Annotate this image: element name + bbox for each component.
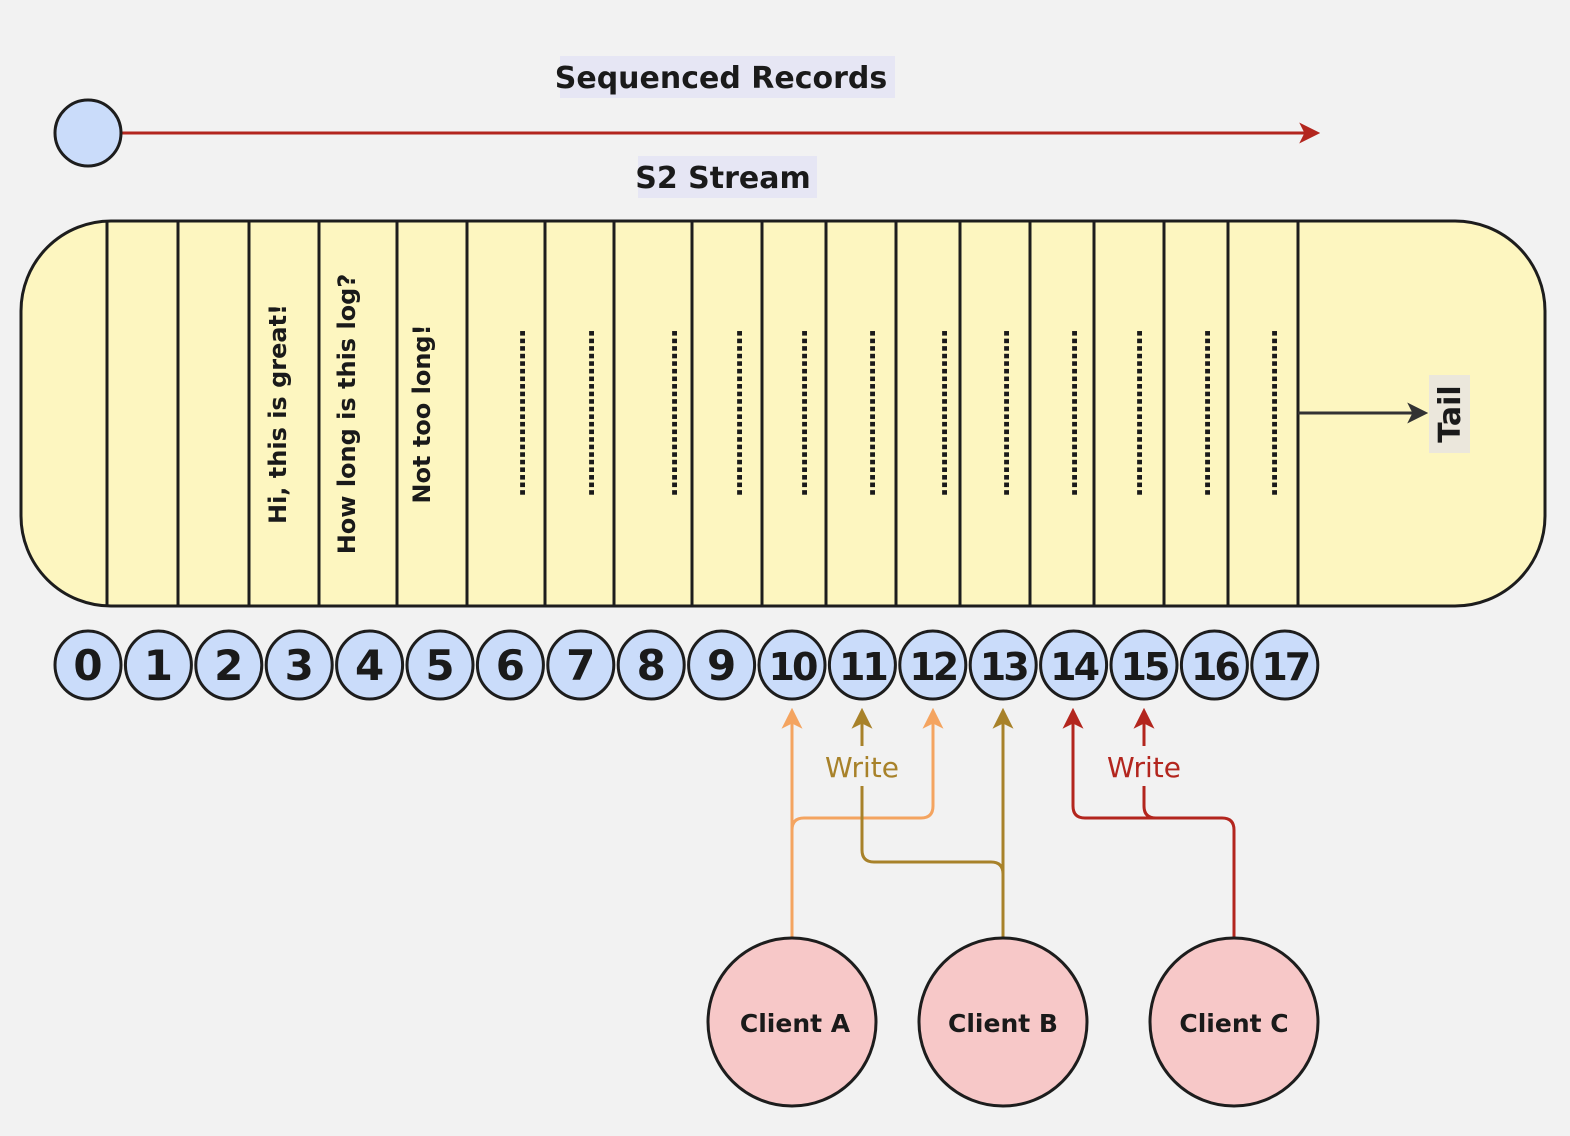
sequence-node-2[interactable]: 2 — [194, 629, 264, 701]
record-7-text: ...................... — [571, 330, 601, 497]
sequence-node-1[interactable]: 1 — [123, 629, 193, 701]
record-13-text: ...................... — [986, 330, 1016, 497]
sequence-node-15[interactable]: 15 — [1109, 629, 1179, 701]
sequence-node-circle[interactable] — [405, 629, 475, 701]
sequence-number: 10 — [769, 645, 817, 689]
edge-client-c-to-15-lower — [1142, 786, 1157, 820]
sequence-number: 5 — [425, 641, 454, 690]
sequenced-records-text: Sequenced Records — [555, 61, 888, 96]
sequence-node-13[interactable]: 13 — [968, 629, 1038, 701]
s2-stream-label: S2 Stream — [635, 156, 817, 198]
record-dividers — [105, 222, 1300, 605]
sequence-node-8[interactable]: 8 — [616, 629, 686, 701]
record-10-text: ...................... — [784, 330, 814, 497]
sequence-node-circle[interactable] — [1039, 629, 1109, 701]
client-b-node[interactable]: Client B — [917, 936, 1089, 1108]
tail-label-bg — [1429, 375, 1470, 453]
sequence-number: 15 — [1121, 645, 1168, 689]
record-8-text: ...................... — [654, 330, 684, 497]
record-5-text: Not too long! — [408, 324, 436, 503]
record-3-text: Hi, this is great! — [264, 304, 292, 524]
sequenced-records-label-bg — [560, 56, 895, 98]
sequence-node-circle[interactable] — [1250, 629, 1320, 701]
client-c-node[interactable]: Client C — [1148, 936, 1320, 1108]
record-4-text: How long is this log? — [333, 274, 361, 555]
tail-text: Tail — [1433, 385, 1468, 442]
sequence-node-circle[interactable] — [827, 629, 897, 701]
sequence-node-7[interactable]: 7 — [546, 629, 616, 701]
sequence-number: 8 — [637, 641, 666, 690]
sequence-node-3[interactable]: 3 — [264, 629, 334, 701]
record-9-text: ...................... — [719, 330, 749, 497]
sequence-node-circle[interactable] — [757, 629, 827, 701]
sequence-number: 11 — [839, 645, 886, 689]
sequence-node-circle[interactable] — [53, 629, 123, 701]
write-label-client-c: Write — [1107, 751, 1181, 784]
sequenced-records-label: Sequenced Records — [555, 56, 895, 98]
sequence-number: 14 — [1050, 645, 1098, 689]
s2-stream-label-bg — [638, 156, 817, 198]
record-17-text: ...................... — [1254, 330, 1284, 497]
sequence-node-9[interactable]: 9 — [687, 629, 757, 701]
sequence-node-circle[interactable] — [1179, 629, 1249, 701]
client-a-node[interactable]: Client A — [706, 936, 878, 1108]
sequence-node-0[interactable]: 0 — [53, 629, 123, 701]
sequence-number: 4 — [355, 641, 384, 690]
record-11-text: ...................... — [852, 330, 882, 497]
client-b-circle[interactable] — [917, 936, 1089, 1108]
edge-client-c-to-14 — [1062, 707, 1236, 937]
edge-client-a-to-12 — [790, 707, 944, 831]
record-texts: Hi, this is great! How long is this log? N… — [264, 274, 1284, 555]
sequence-node-16[interactable]: 16 — [1179, 629, 1249, 701]
sequence-node-6[interactable]: 6 — [475, 629, 545, 701]
sequence-node-11[interactable]: 11 — [827, 629, 897, 701]
sequence-node-circle[interactable] — [335, 629, 405, 701]
sequence-number: 3 — [285, 641, 314, 690]
client-c-label: Client C — [1179, 1009, 1288, 1038]
client-b-label: Client B — [948, 1009, 1058, 1038]
tail-label: Tail — [1429, 375, 1470, 453]
sequence-node-circle[interactable] — [898, 629, 968, 701]
client-write-edges — [781, 707, 1236, 937]
sequence-node-10[interactable]: 10 — [757, 629, 827, 701]
sequence-node-12[interactable]: 12 — [898, 629, 968, 701]
sequence-node-circle[interactable] — [123, 629, 193, 701]
sequence-node-circle[interactable] — [687, 629, 757, 701]
record-6-text: ...................... — [502, 330, 532, 497]
sequence-number: 6 — [496, 641, 525, 690]
sequence-node-14[interactable]: 14 — [1039, 629, 1109, 701]
sequence-number: 13 — [980, 645, 1027, 689]
sequence-node-5[interactable]: 5 — [405, 629, 475, 701]
sequence-number: 9 — [707, 641, 736, 690]
sequence-node-circle[interactable] — [1109, 629, 1179, 701]
sequence-number: 16 — [1191, 645, 1239, 689]
write-label-client-b: Write — [825, 751, 899, 784]
sequence-number: 12 — [909, 645, 956, 689]
record-12-text: ...................... — [924, 330, 954, 497]
sequence-number: 0 — [73, 641, 102, 690]
timeline-start-node — [53, 98, 123, 168]
sequence-node-circle[interactable] — [968, 629, 1038, 701]
client-a-circle[interactable] — [706, 936, 878, 1108]
sequence-number: 1 — [144, 641, 173, 690]
sequence-node-circle[interactable] — [546, 629, 616, 701]
sequence-node-circle[interactable] — [616, 629, 686, 701]
sequence-number: 17 — [1261, 645, 1308, 689]
s2-stream-text: S2 Stream — [635, 161, 811, 196]
sequence-node-4[interactable]: 4 — [335, 629, 405, 701]
edge-client-b-to-11-lower — [860, 786, 1005, 875]
sequence-node-circle[interactable] — [475, 629, 545, 701]
record-15-text: ...................... — [1119, 330, 1149, 497]
sequence-node-circle[interactable] — [194, 629, 264, 701]
client-c-circle[interactable] — [1148, 936, 1320, 1108]
record-16-text: ...................... — [1187, 330, 1217, 497]
sequence-number: 2 — [214, 641, 243, 690]
sequence-node-circle[interactable] — [264, 629, 334, 701]
record-14-text: ...................... — [1054, 330, 1084, 497]
sequence-node-17[interactable]: 17 — [1250, 629, 1320, 701]
client-a-label: Client A — [740, 1009, 851, 1038]
sequence-number: 7 — [566, 641, 595, 690]
